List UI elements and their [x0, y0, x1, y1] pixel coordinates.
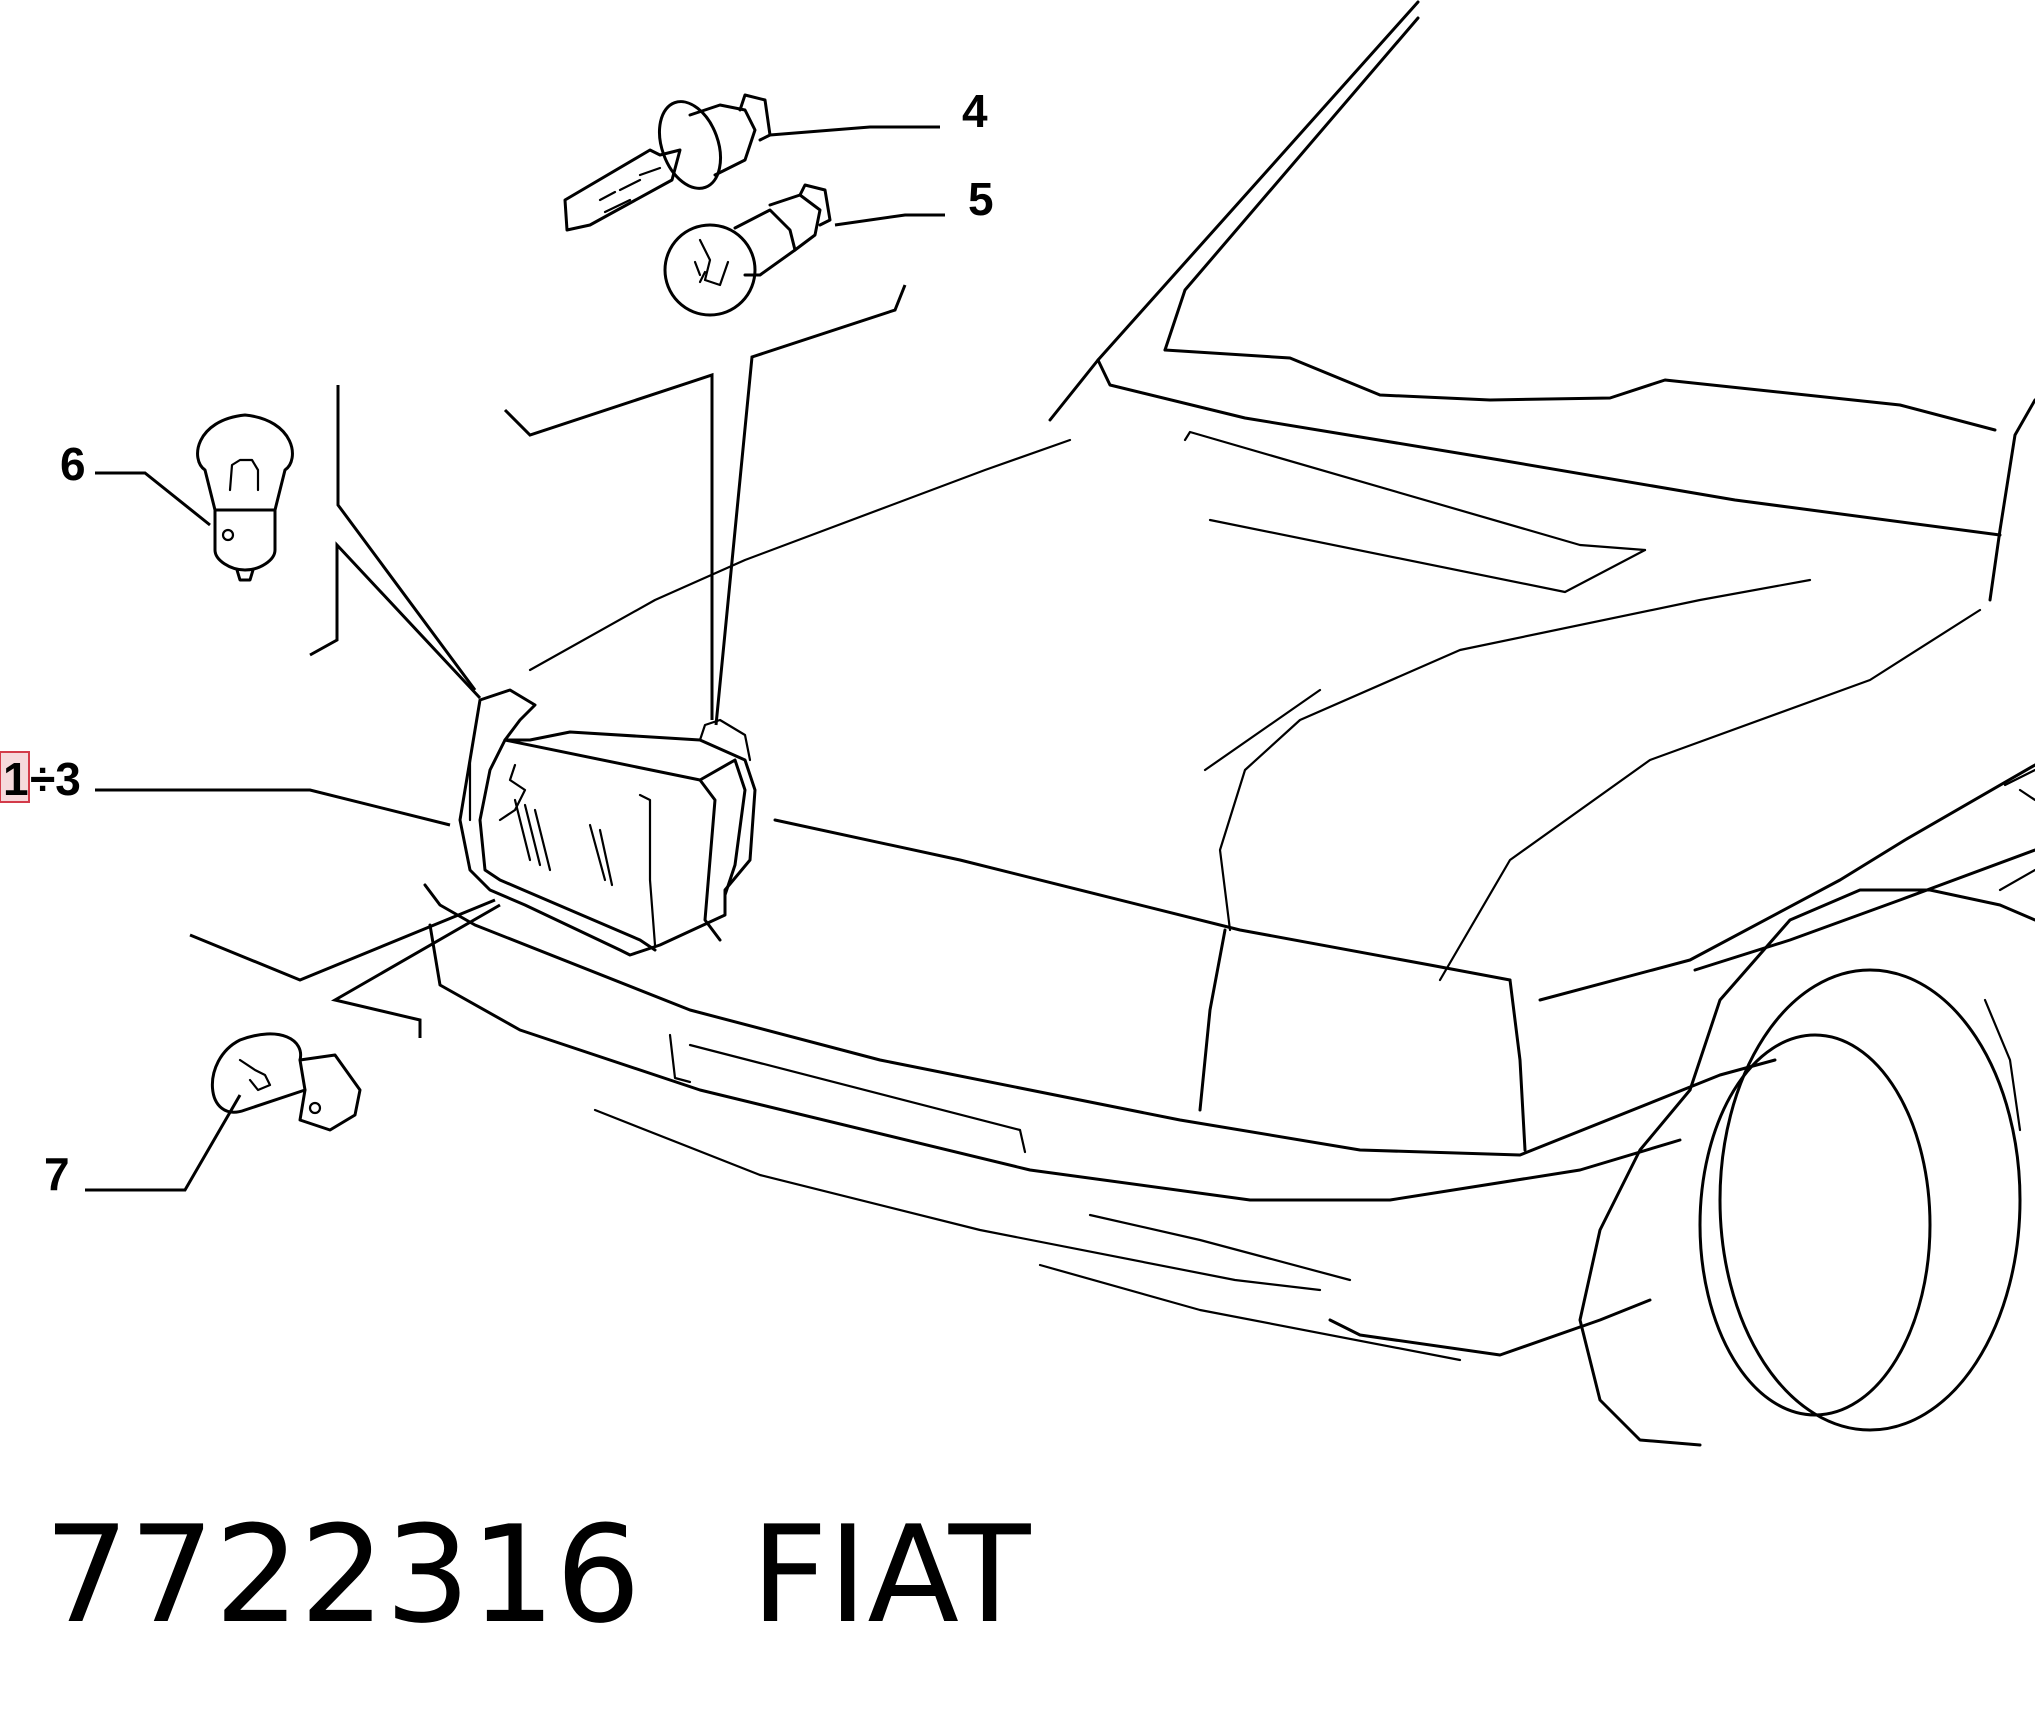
bulb-6-bayonet-icon [196, 413, 294, 582]
brand-name: FIAT [750, 1497, 1031, 1653]
callout-4-label: 4 [962, 85, 988, 137]
bulb-5-wedge-icon [663, 183, 832, 317]
callout-5-label: 5 [968, 173, 994, 225]
callout-5: 5 [968, 173, 994, 225]
callout-6: 6 [60, 438, 86, 490]
bulb-7-capless-icon [210, 1032, 362, 1132]
callout-3-label: ÷3 [30, 753, 81, 805]
highlight-box[interactable] [0, 751, 30, 803]
callout-7: 7 [44, 1148, 70, 1200]
car-body [423, 0, 2035, 1447]
callout-6-label: 6 [60, 438, 86, 490]
callout-4: 4 [962, 85, 988, 137]
leader-lines [85, 125, 945, 1192]
bulb-4-halogen-icon [563, 93, 772, 232]
part-number: 7722316 [44, 1497, 641, 1653]
headlamp-assembly [458, 688, 757, 957]
callout-1-label[interactable]: 1 [3, 753, 29, 805]
callout-7-label: 7 [44, 1148, 70, 1200]
caption: 7722316 FIAT [44, 1500, 1031, 1650]
callout-1-3[interactable]: 1 ÷3 [0, 751, 81, 805]
